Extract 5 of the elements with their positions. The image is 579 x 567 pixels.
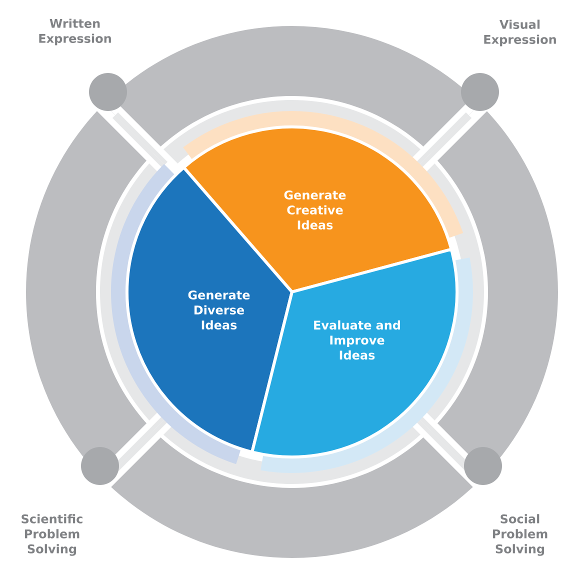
pie-sector: Evaluate and Improve Ideas [250, 248, 458, 458]
category-label: Social Problem Solving [492, 514, 548, 556]
category-label: Visual Expression [484, 20, 556, 46]
category-label: Scientific Problem Solving [22, 514, 82, 556]
category-label: Written Expression [39, 18, 111, 46]
